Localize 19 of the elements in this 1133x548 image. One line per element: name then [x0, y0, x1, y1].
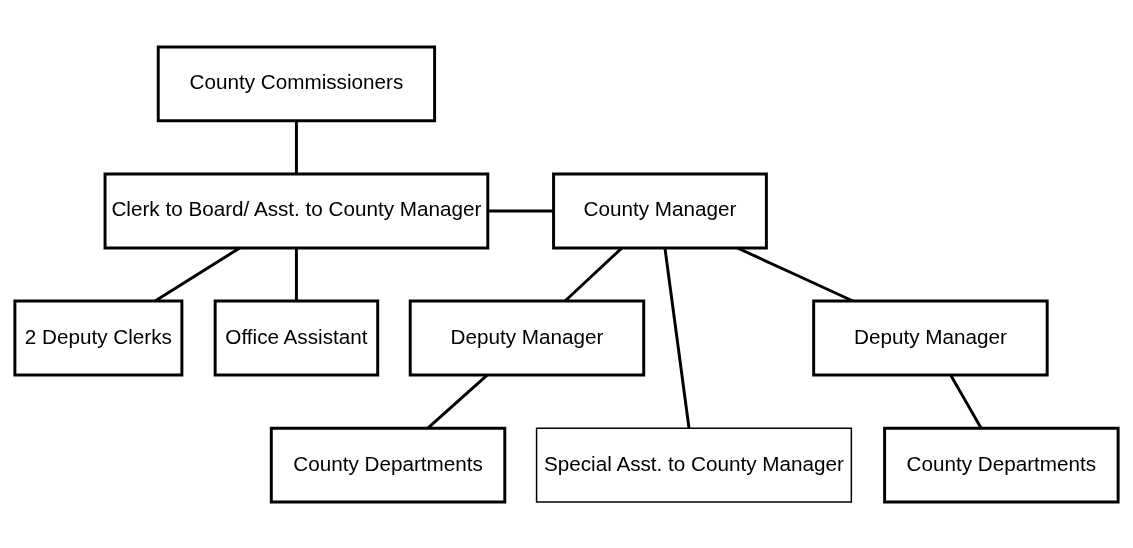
- node-box: Special Asst. to County Manager: [535, 426, 853, 503]
- connector: [663, 247, 691, 428]
- connector: [488, 208, 554, 212]
- connector: [294, 247, 298, 301]
- node-box: County Commissioners: [156, 44, 437, 122]
- node-box: County Manager: [552, 172, 768, 249]
- connector: [294, 120, 298, 174]
- node-box: Office Assistant: [213, 299, 380, 376]
- node-box: County Departments: [269, 426, 507, 504]
- connector: [736, 246, 854, 302]
- node-box: Deputy Manager: [812, 299, 1049, 376]
- connector: [564, 246, 623, 302]
- connector: [426, 373, 489, 429]
- connector: [949, 374, 983, 429]
- node-box: County Departments: [883, 426, 1120, 504]
- connector: [154, 246, 241, 302]
- node-box: Deputy Manager: [408, 299, 646, 376]
- node-box: 2 Deputy Clerks: [13, 299, 184, 376]
- node-box: Clerk to Board/ Asst. to County Manager: [103, 172, 490, 249]
